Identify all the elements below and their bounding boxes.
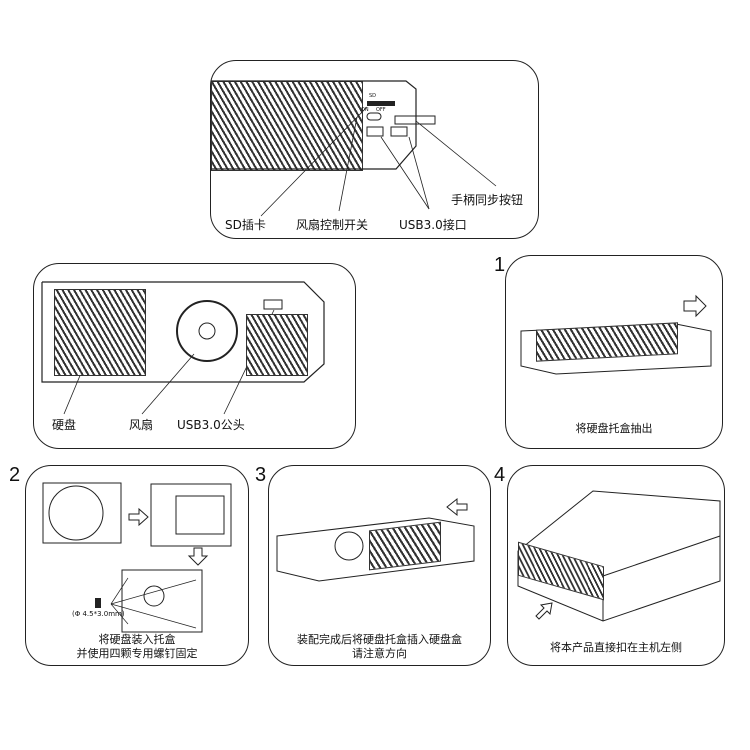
step-2-number: 2 bbox=[9, 464, 21, 486]
callout-sync-button: 手柄同步按钮 bbox=[451, 193, 524, 207]
step-2-caption-line1: 将硬盘装入托盒 bbox=[98, 633, 176, 646]
on-label: ON bbox=[361, 107, 369, 113]
off-label: OFF bbox=[376, 107, 386, 113]
step-1-caption: 将硬盘托盒抽出 bbox=[575, 422, 653, 435]
step-4-number: 4 bbox=[494, 464, 506, 486]
callout-sd-card: SD插卡 bbox=[225, 218, 266, 232]
drive-grille bbox=[54, 289, 146, 376]
step-1-panel: 将硬盘托盒抽出 bbox=[505, 255, 723, 449]
tray-insert-drawing bbox=[276, 497, 475, 582]
side-grille bbox=[246, 314, 308, 376]
sd-slot-label: SD bbox=[369, 93, 377, 99]
screw-spec: (Φ 4.5*3.0mm) bbox=[72, 610, 125, 618]
step-3-number: 3 bbox=[255, 464, 267, 486]
step-2-panel: (Φ 4.5*3.0mm) 将硬盘装入托盒 并使用四颗专用螺钉固定 bbox=[25, 465, 249, 666]
callout-fan: 风扇 bbox=[129, 418, 154, 432]
drive-mounting-drawing bbox=[42, 482, 232, 633]
callout-usb-male: USB3.0公头 bbox=[177, 418, 245, 432]
step-3-panel: 装配完成后将硬盘托盒插入硬盘盒 请注意方向 bbox=[268, 465, 491, 666]
step-3-caption-line1: 装配完成后将硬盘托盒插入硬盘盒 bbox=[297, 633, 462, 646]
internal-view-panel: 硬盘 风扇 USB3.0公头 bbox=[33, 263, 356, 449]
step-2-caption-line2: 并使用四颗专用螺钉固定 bbox=[76, 647, 198, 660]
step-4-caption: 将本产品直接扣在主机左侧 bbox=[550, 641, 682, 654]
callout-hard-drive: 硬盘 bbox=[52, 418, 77, 432]
step-4-panel: 将本产品直接扣在主机左侧 bbox=[507, 465, 725, 666]
vent-grille bbox=[211, 81, 363, 171]
callout-fan-switch: 风扇控制开关 bbox=[296, 218, 369, 232]
screw-icon bbox=[95, 598, 101, 608]
device-front-drawing bbox=[211, 80, 497, 217]
ports-overview-panel: SD ON OFF SD插卡 风扇控制开关 USB3.0接口 手柄同步按钮 bbox=[210, 60, 539, 239]
step-1-number: 1 bbox=[494, 254, 506, 276]
callout-usb-port: USB3.0接口 bbox=[399, 218, 467, 232]
step-3-caption-line2: 请注意方向 bbox=[352, 647, 407, 660]
